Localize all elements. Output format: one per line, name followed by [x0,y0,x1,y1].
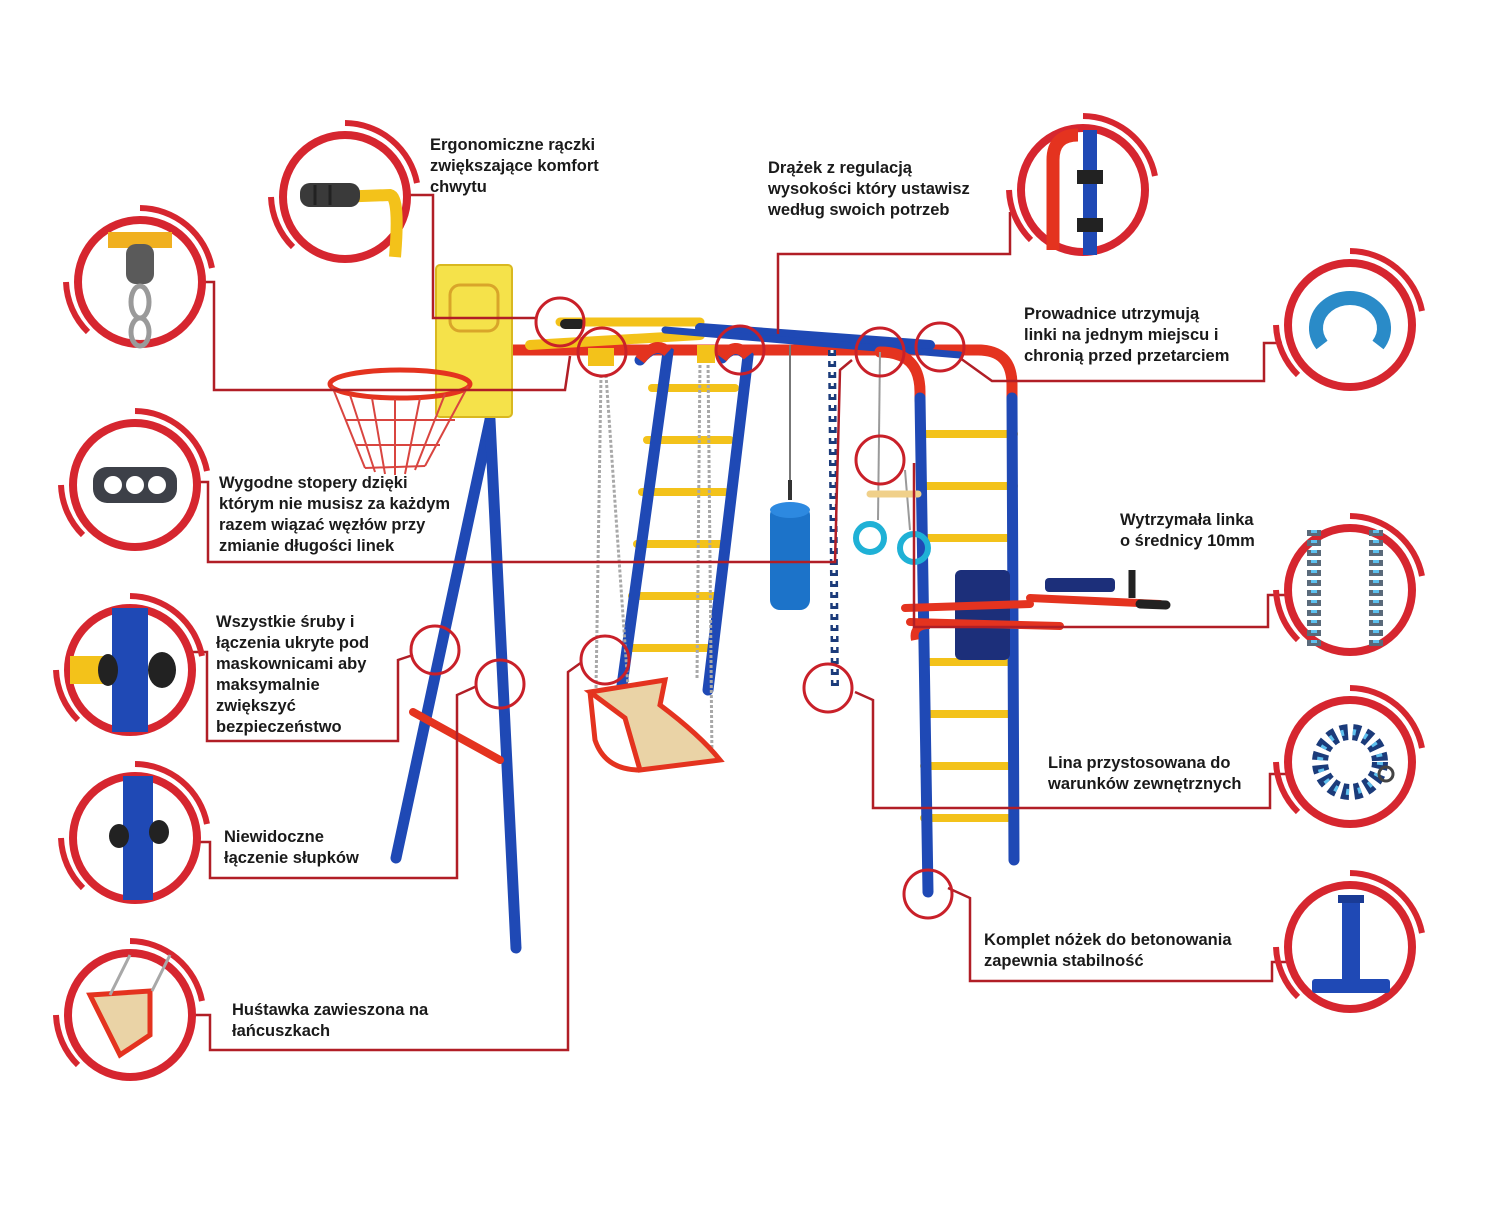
label-swing: Huśtawka zawieszona na łańcuszkach [232,1001,429,1040]
label-bolts: Wszystkie śruby i łączenia ukryte pod ma… [216,613,370,736]
a-frame-legs [390,414,522,954]
grip-handle-icon [271,123,417,259]
playground-set [327,264,1171,954]
climbing-wall [914,392,1020,898]
connector-stoppers [190,359,853,564]
detail-markers [409,296,966,920]
label-rope: Lina przystosowana do warunków zewnętrzn… [1048,754,1242,793]
connector-guides [959,341,1282,383]
punching-bag [770,345,810,610]
post-joint-icon [61,764,207,900]
basketball-hoop [327,264,513,475]
label-bar: Drążek z regulacją wysokości który ustaw… [768,159,970,219]
pulley-shackle-icon [66,208,212,349]
dip-station [901,570,1171,660]
climbing-rope [828,349,839,691]
label-feet: Komplet nóżek do betonowania zapewnia st… [984,931,1232,970]
braided-cord-icon [1276,516,1422,652]
connector-lines [190,193,1292,1052]
connector-handles [410,193,535,320]
triple-stopper-icon [61,411,207,547]
rope-guide-icon [1276,251,1422,387]
label-cord: Wytrzymała linka o średnicy 10mm [1120,511,1255,550]
concrete-foot-icon [1276,873,1422,1009]
connector-joints [192,684,478,880]
label-stoppers: Wygodne stopery dzięki którym nie musisz… [219,474,451,555]
rope-coil-icon [1276,688,1422,824]
swing-ladder [614,342,754,706]
connector-pulley [200,280,572,392]
pulley-mount [588,345,715,366]
connector-bar [776,212,1012,334]
label-guides: Prowadnice utrzymują linki na jednym mie… [1024,305,1230,365]
adjustable-bar-icon [1009,116,1155,255]
label-handles: Ergonomiczne rączki zwiększające komfort… [430,136,599,196]
bolt-cover-icon [56,596,202,732]
label-joints: Niewidoczne łączenie słupków [224,828,359,867]
connector-swing [195,660,583,1052]
chain-swing-icon [56,941,202,1077]
connector-rope [854,690,1292,810]
